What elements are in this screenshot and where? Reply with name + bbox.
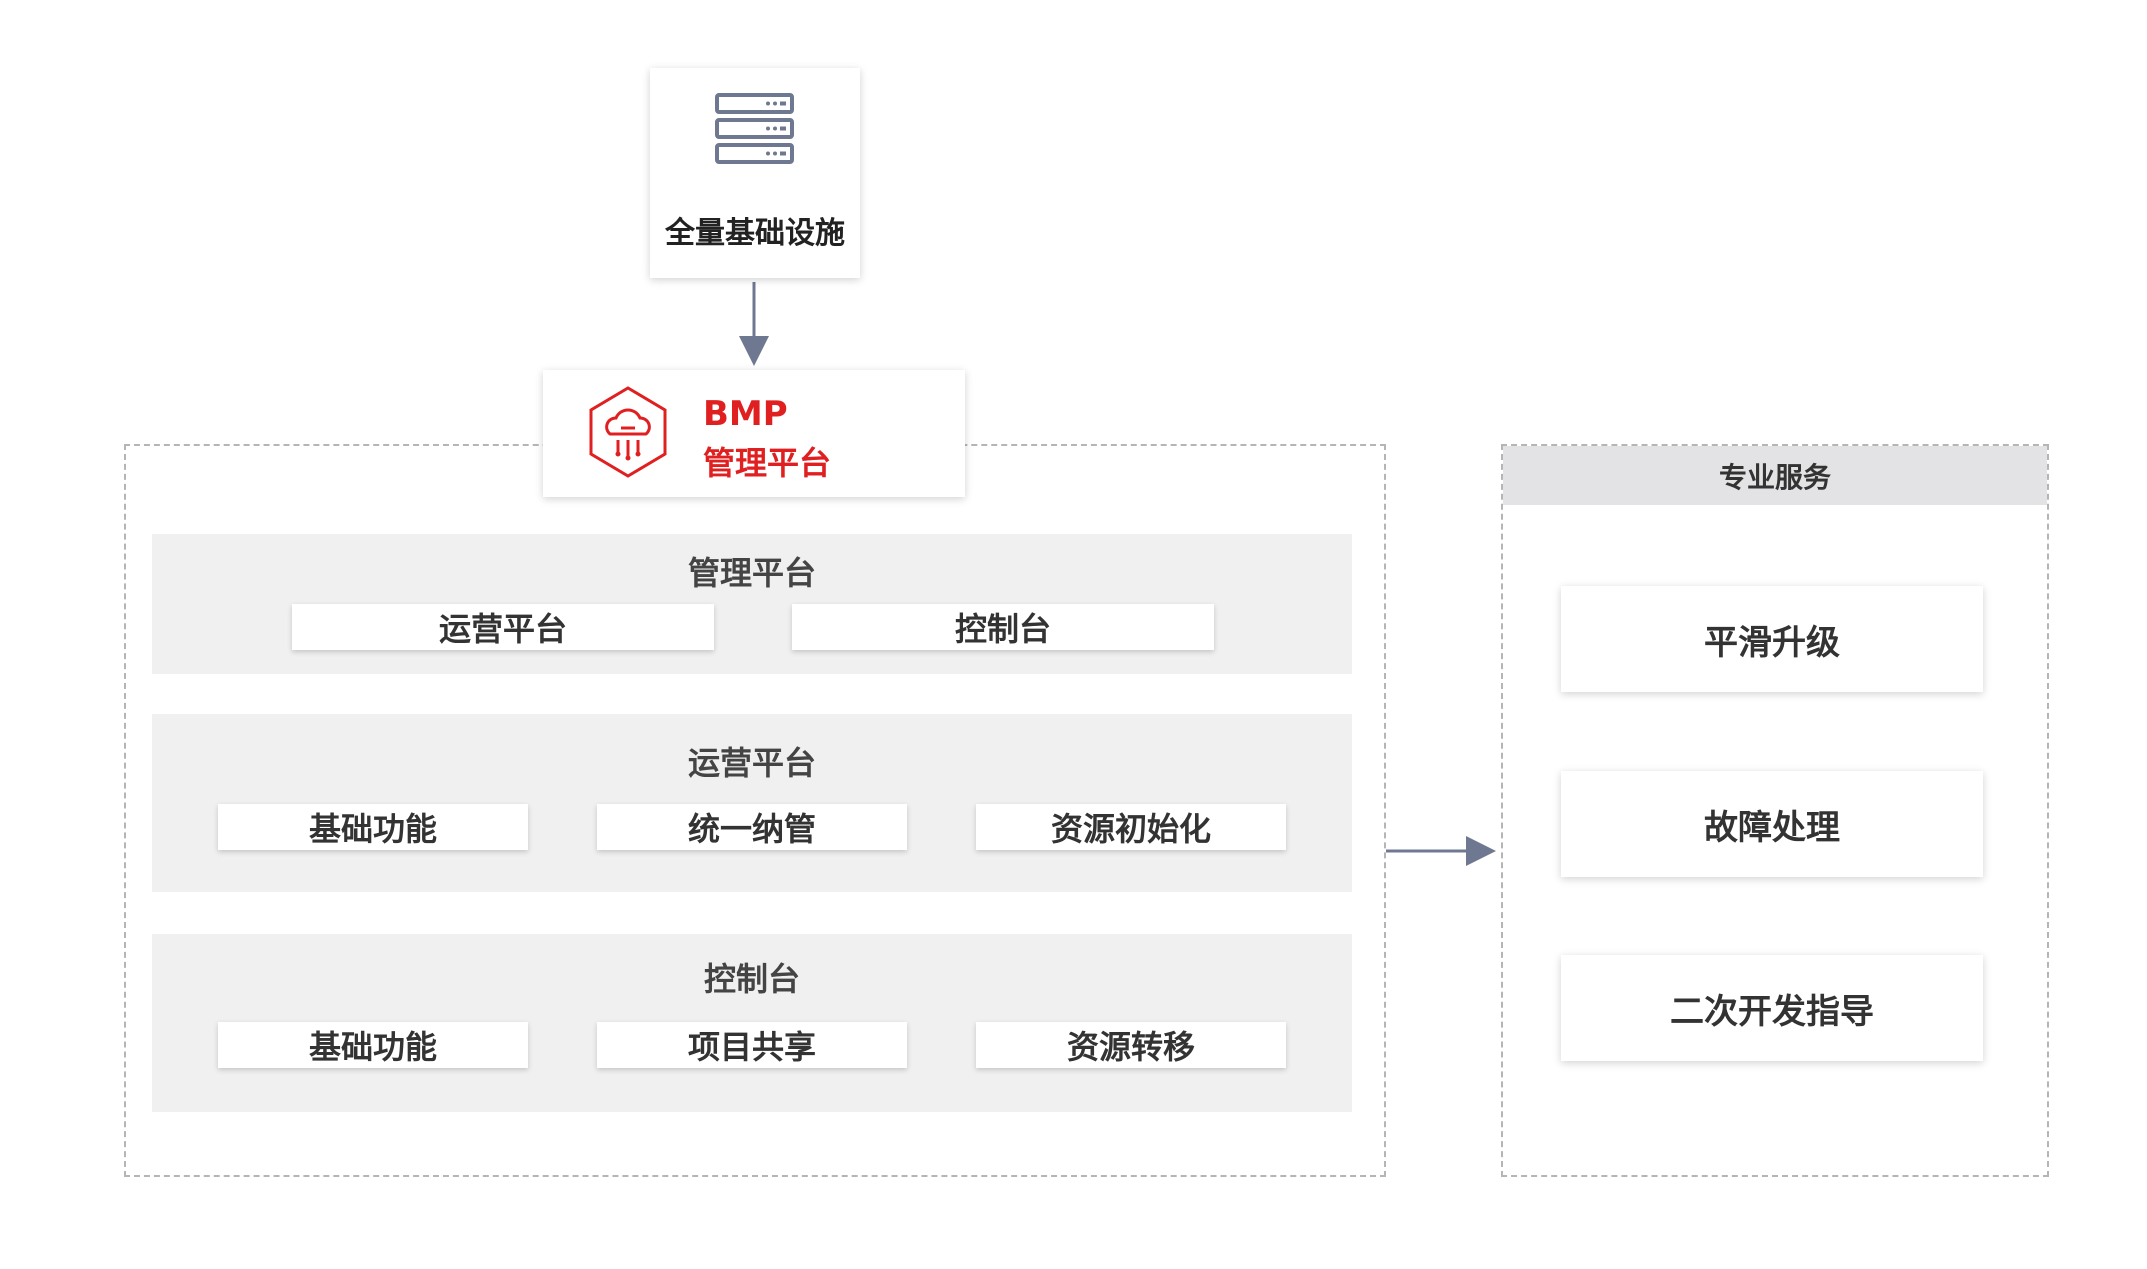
infrastructure-label: 全量基础设施 [665, 216, 845, 251]
operations-panel: 运营平台 基础功能 统一纳管 资源初始化 [152, 714, 1352, 892]
service-smooth-upgrade[interactable]: 平滑升级 [1561, 586, 1983, 692]
console-item-basic[interactable]: 基础功能 [218, 1022, 528, 1068]
operations-item-basic[interactable]: 基础功能 [218, 804, 528, 850]
management-panel: 管理平台 运营平台 控制台 [152, 534, 1352, 674]
console-item-sharing[interactable]: 项目共享 [597, 1022, 907, 1068]
management-item-operations[interactable]: 运营平台 [292, 604, 714, 650]
bmp-title: BMP [703, 394, 788, 434]
bmp-card: BMP 管理平台 [543, 370, 965, 497]
operations-item-unified[interactable]: 统一纳管 [597, 804, 907, 850]
management-panel-title: 管理平台 [687, 554, 816, 592]
service-troubleshooting[interactable]: 故障处理 [1561, 771, 1983, 877]
console-panel: 控制台 基础功能 项目共享 资源转移 [152, 934, 1352, 1112]
services-container: 专业服务 [1501, 444, 2049, 1177]
infrastructure-card: 全量基础设施 [650, 68, 860, 278]
service-dev-guidance[interactable]: 二次开发指导 [1561, 955, 1983, 1061]
management-item-console[interactable]: 控制台 [792, 604, 1214, 650]
cloud-cube-icon [589, 386, 667, 478]
services-header: 专业服务 [1503, 446, 2047, 505]
operations-panel-title: 运营平台 [687, 744, 816, 782]
console-panel-title: 控制台 [703, 960, 800, 998]
bmp-subtitle: 管理平台 [703, 444, 832, 482]
server-icon [715, 93, 794, 164]
operations-item-init[interactable]: 资源初始化 [976, 804, 1286, 850]
console-item-transfer[interactable]: 资源转移 [976, 1022, 1286, 1068]
